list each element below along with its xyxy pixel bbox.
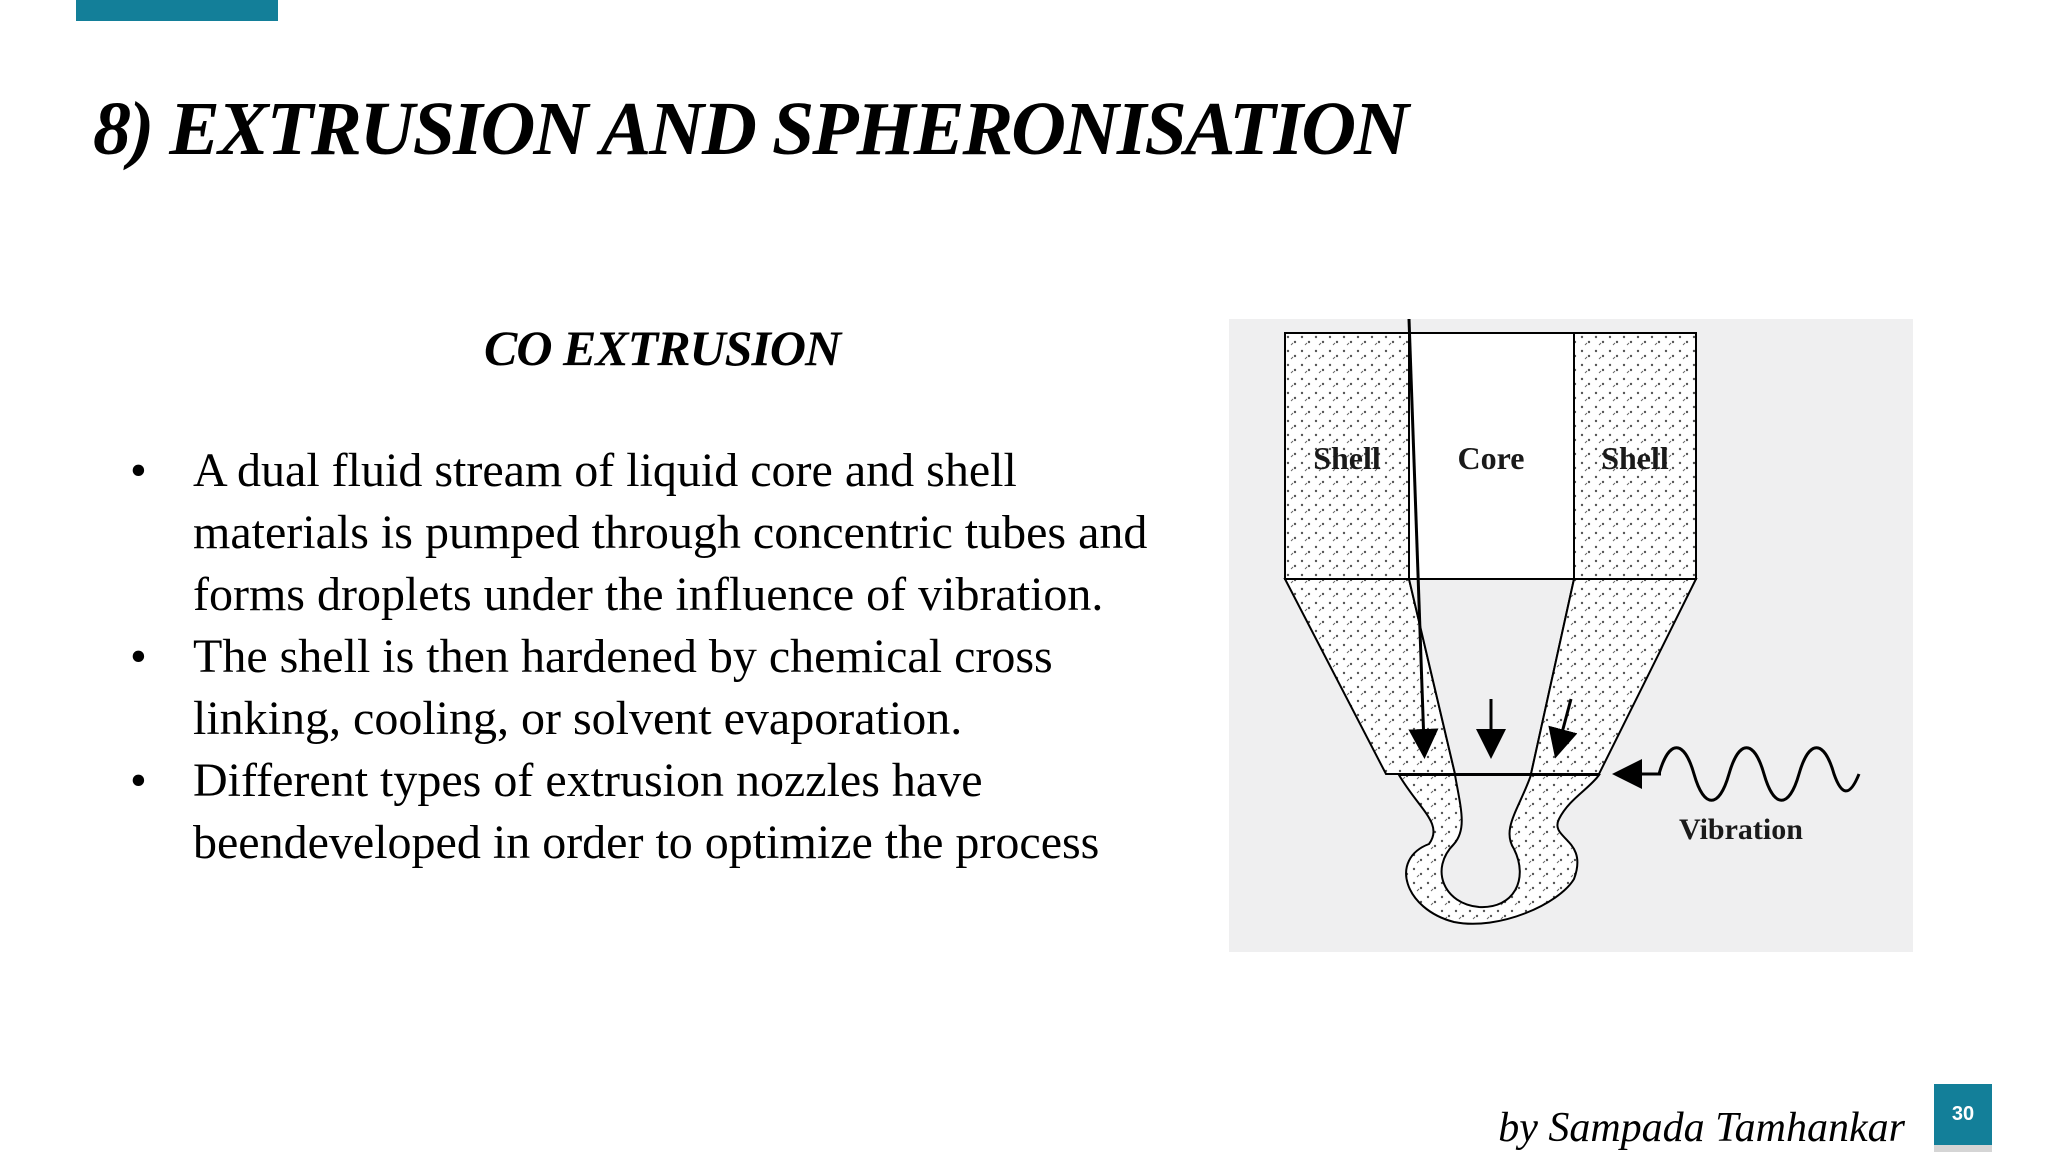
bullet-list: • A dual fluid stream of liquid core and…	[130, 440, 1190, 874]
right-shell-tube	[1573, 332, 1697, 580]
core-label: Core	[1458, 440, 1525, 476]
bullet-marker: •	[130, 444, 147, 497]
vibration-label: Vibration	[1679, 813, 1803, 846]
nozzle-diagram-svg: Shell Core Shell Vibration	[1283, 319, 1861, 925]
droplet-core	[1440, 774, 1533, 909]
bullet-text: The shell is then hardened by chemical c…	[193, 630, 1053, 745]
right-flow-arrow	[1548, 698, 1578, 759]
bullet-marker: •	[130, 754, 147, 807]
bullet-text: Different types of extrusion nozzles hav…	[193, 754, 1100, 869]
bullet-text: A dual fluid stream of liquid core and s…	[193, 444, 1148, 621]
left-flow-arrow	[1407, 319, 1439, 759]
right-shell-label: Shell	[1601, 440, 1669, 476]
page-number-badge: 30	[1934, 1084, 1992, 1145]
author-credit: by Sampada Tamhankar	[1498, 1105, 1905, 1151]
bullet-item: • The shell is then hardened by chemical…	[130, 626, 1190, 750]
bullet-item: • A dual fluid stream of liquid core and…	[130, 440, 1190, 626]
section-heading: CO EXTRUSION	[484, 320, 841, 376]
bullet-item: • Different types of extrusion nozzles h…	[130, 750, 1190, 874]
left-shell-label: Shell	[1313, 440, 1381, 476]
bullet-marker: •	[130, 630, 147, 683]
left-shell-tube	[1284, 332, 1410, 580]
slide-title: 8) EXTRUSION AND SPHERONISATION	[93, 87, 1409, 171]
page-number-shadow	[1934, 1145, 1992, 1152]
vibration-wave	[1657, 746, 1861, 802]
accent-bar	[76, 0, 278, 21]
core-tube	[1408, 332, 1575, 580]
co-extrusion-diagram: Shell Core Shell Vibration	[1229, 319, 1913, 952]
